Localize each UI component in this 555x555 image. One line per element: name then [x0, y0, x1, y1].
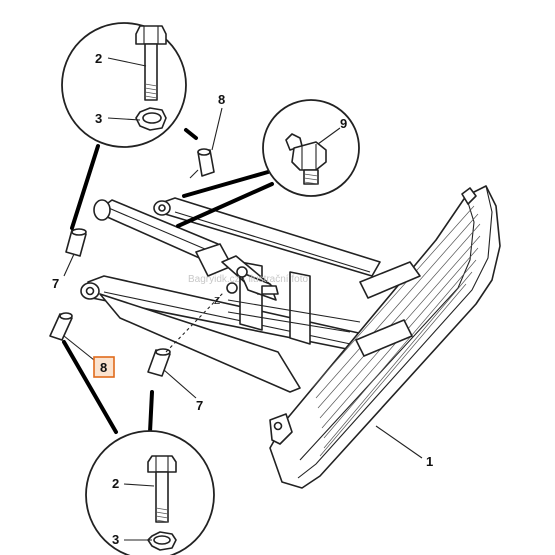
- bushing-lower-left: [49, 312, 73, 341]
- label-leaders: [63, 57, 423, 541]
- detail-circle-top-right: [262, 99, 360, 197]
- label-part-1: 1: [426, 454, 433, 469]
- callout-connectors: [62, 118, 274, 434]
- hydraulic-cylinder: [93, 199, 279, 301]
- label-part-9: 9: [340, 116, 347, 131]
- dozer-blade: [269, 185, 501, 489]
- push-frame: [80, 197, 381, 393]
- highlight-box-part-8[interactable]: [93, 356, 115, 378]
- label-part-2-top: 2: [95, 51, 102, 66]
- label-part-8-top: 8: [218, 92, 225, 107]
- svg-text:Z: Z: [214, 296, 220, 307]
- label-part-3-top: 3: [95, 111, 102, 126]
- label-part-8-highlighted[interactable]: 8: [100, 360, 107, 375]
- detail-circle-top-left: [61, 22, 187, 148]
- label-part-7-right: 7: [196, 398, 203, 413]
- bushing-center: [147, 348, 171, 377]
- bushing-top: [189, 148, 215, 179]
- bushing-left: [65, 228, 87, 257]
- label-part-3-bottom: 3: [112, 532, 119, 547]
- detail-circle-bottom: [85, 430, 215, 555]
- watermark: Bagryidk.cz · ilustrační foto: [188, 274, 308, 285]
- label-part-2-bottom: 2: [112, 476, 119, 491]
- label-part-7-left: 7: [52, 276, 59, 291]
